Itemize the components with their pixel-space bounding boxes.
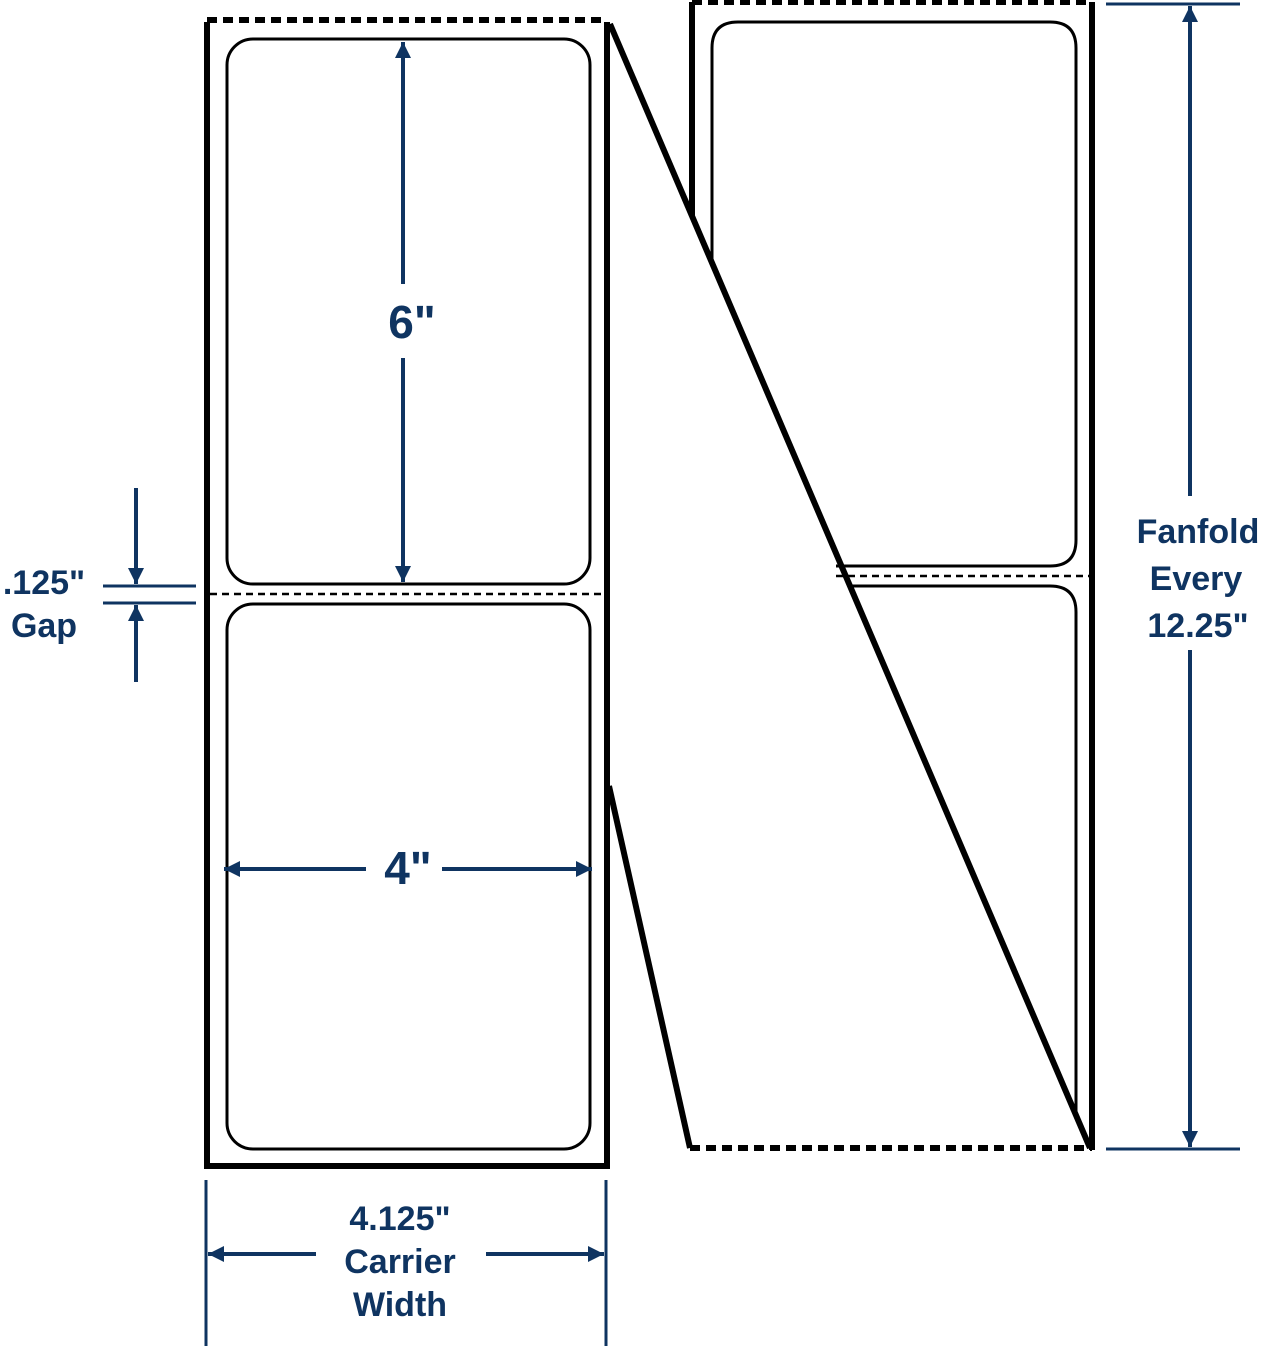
fanfold-dimension: Fanfold Every 12.25" [1106,2,1260,1151]
width-label: 4" [384,842,431,894]
carrier-strip [204,17,610,1169]
fanfold-strip [689,0,1095,1151]
carrier-value-label: 4.125" [349,1200,450,1238]
fanfold-word2-label: Every [1150,560,1243,598]
carrier-word1-label: Carrier [344,1243,456,1281]
carrier-width-dimension: 4.125" Carrier Width [204,1180,608,1346]
fanfold-value-label: 12.25" [1147,607,1248,645]
gap-word-label: Gap [11,607,77,645]
fanfold-word1-label: Fanfold [1137,513,1260,551]
carrier-outline [204,22,610,1169]
fold-lower-edge [606,785,693,1149]
label-top [225,37,592,586]
fanfold-label-bottom [850,584,1078,1118]
gap-value-label: .125" [3,564,85,602]
height-label: 6" [388,296,435,348]
gap-dimension: .125" Gap [3,488,196,682]
width-dimension: 4" [224,842,592,894]
height-dimension: 6" [388,42,436,582]
fanfold-label-top [710,20,1078,568]
carrier-word2-label: Width [353,1286,447,1324]
fold-diagonal-edge [607,22,1093,1150]
